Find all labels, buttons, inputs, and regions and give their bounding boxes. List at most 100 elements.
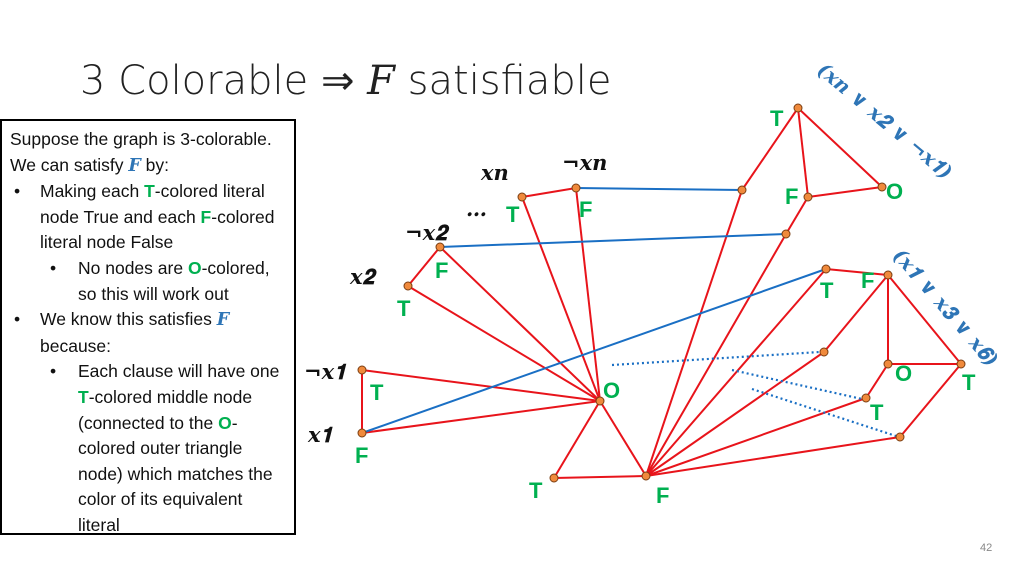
color-F: F <box>200 206 212 227</box>
color-label: F <box>861 268 874 293</box>
edge <box>361 369 601 402</box>
color-label: F <box>355 443 368 468</box>
label-not-xn: ¬𝒙𝒏 <box>562 150 607 175</box>
page-number: 42 <box>980 542 993 554</box>
intro-line: Suppose the graph is 3-colorable. We can… <box>10 129 272 175</box>
clause-2-label: (𝒙𝟏 ∨ 𝒙𝟑 ∨ 𝒙𝟔) <box>888 244 1003 372</box>
bullet-list: Making each T-colored literal node True … <box>10 179 288 538</box>
node-not-x1 <box>357 365 367 375</box>
title-suffix: satisfiable <box>394 58 612 104</box>
node-not-x2 <box>435 242 445 252</box>
edge <box>407 246 441 287</box>
bullet-text: No nodes are <box>78 257 188 278</box>
bullet-text: -colored outer triangle node) which matc… <box>78 412 273 535</box>
color-label: F <box>435 258 448 283</box>
edge <box>645 233 787 477</box>
edge <box>575 187 743 191</box>
dotted-edges <box>611 350 897 438</box>
color-label: T <box>506 202 520 227</box>
bullet-coloring: Making each T-colored literal node True … <box>10 179 288 256</box>
color-label: T <box>820 278 834 303</box>
color-label: O <box>603 378 620 403</box>
red-edges <box>361 107 962 479</box>
node-c2-mid <box>883 359 893 369</box>
edge <box>361 400 601 434</box>
node-c2-in1 <box>821 264 831 274</box>
edge <box>887 274 962 365</box>
edge <box>553 475 647 479</box>
color-label: F <box>579 197 592 222</box>
edge <box>751 387 897 438</box>
color-label: O <box>895 361 912 386</box>
color-T: T <box>144 181 155 202</box>
blue-edges <box>361 187 827 434</box>
node-c2-top <box>883 270 893 280</box>
color-label: T <box>397 296 411 321</box>
edge <box>439 246 601 402</box>
bullet-text: Making each <box>40 181 145 202</box>
bullet-text: -colored, so this will work out <box>78 257 270 304</box>
color-label: F <box>785 184 798 209</box>
edge <box>823 274 889 353</box>
node-base-o <box>595 396 605 406</box>
edge <box>797 107 809 198</box>
edge <box>645 268 827 477</box>
bullet-text: -colored literal node True and each <box>40 181 265 227</box>
intro-end: by: <box>140 154 169 175</box>
edge <box>521 196 601 402</box>
edge <box>741 107 799 191</box>
bullet-text: -colored middle node (connected to the <box>78 386 253 433</box>
label-ellipsis: … <box>466 196 487 221</box>
edge <box>521 187 577 198</box>
edge <box>645 189 743 477</box>
color-label: T <box>529 478 543 503</box>
node-base-f <box>641 471 651 481</box>
bullet-text: We know this satisfies <box>40 309 217 330</box>
edge <box>645 436 901 477</box>
explanation-box: Suppose the graph is 3-colorable. We can… <box>0 119 296 535</box>
edge <box>731 368 863 401</box>
node-c1-in2 <box>781 229 791 239</box>
edge <box>439 233 787 248</box>
node-x2 <box>403 281 413 291</box>
color-label: T <box>370 380 384 405</box>
label-xn: 𝒙𝒏 <box>480 160 509 185</box>
formula-var: F <box>216 310 230 331</box>
color-label: T <box>770 106 784 131</box>
title-prefix: 3 Colorable ⇒ <box>80 58 368 104</box>
title-formula-var: F <box>367 58 395 104</box>
color-O: O <box>187 257 202 278</box>
edge <box>899 363 962 438</box>
edge <box>825 268 889 276</box>
edge <box>797 107 883 188</box>
node-base-t <box>549 473 559 483</box>
node-not-xn <box>571 183 581 193</box>
label-x2: 𝒙𝟐 <box>349 264 378 289</box>
color-label: T <box>870 400 884 425</box>
nodes <box>357 103 966 483</box>
clause-1-label: (𝒙𝒏 ∨ 𝒙𝟐 ∨ ¬𝒙𝟏) <box>813 57 958 184</box>
bullet-text: because: <box>40 335 112 356</box>
color-O: O <box>218 412 232 433</box>
intro-formula-var: F <box>128 155 141 176</box>
bullet-text: -colored literal node False <box>40 206 275 253</box>
label-not-x2: ¬𝒙𝟐 <box>405 220 450 245</box>
color-label: F <box>656 483 669 508</box>
label-x1: 𝒙𝟏 <box>307 422 334 447</box>
subbullet-clause: Each clause will have one T-colored midd… <box>10 359 288 538</box>
node-c1-top <box>793 103 803 113</box>
page-title: 3 Colorable ⇒ F satisfiable <box>80 58 611 104</box>
node-c1-in1 <box>737 185 747 195</box>
node-c2-right <box>956 359 966 369</box>
edge <box>553 400 601 479</box>
node-xn <box>517 192 527 202</box>
node-x1 <box>357 428 367 438</box>
edge <box>407 285 601 402</box>
node-c2-in2 <box>819 347 829 357</box>
subbullet-no-o: No nodes are O-colored, so this will wor… <box>10 256 288 307</box>
bullet-text: Each clause will have one <box>78 361 280 382</box>
edge <box>361 268 827 434</box>
color-T: T <box>78 386 89 407</box>
edge <box>645 351 825 477</box>
